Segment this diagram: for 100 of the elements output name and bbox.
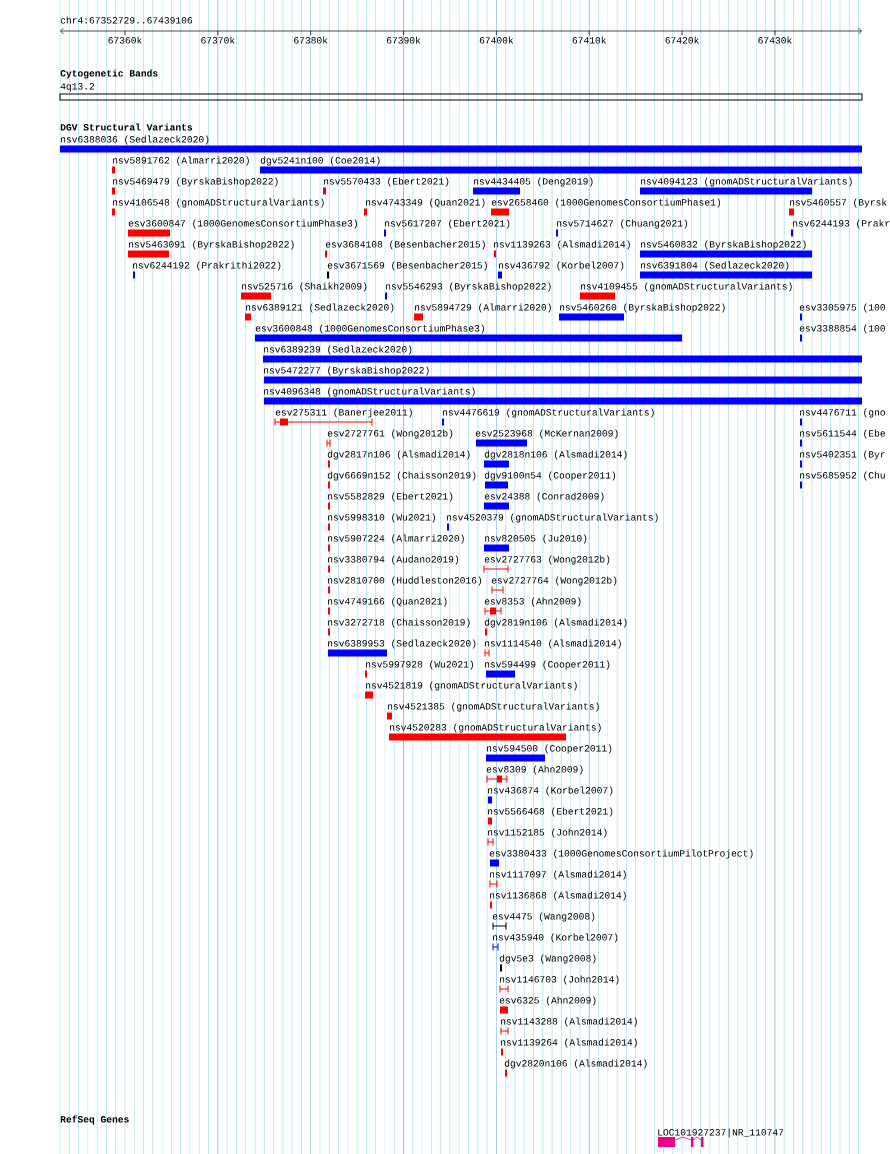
variant-feature: nsv5998310 (Wu2021) xyxy=(328,513,435,531)
node-label: esv2523968 (McKernan2009) xyxy=(475,429,618,439)
variant-feature: nsv6389239 (Sedlazeck2020) xyxy=(263,345,862,363)
node-label: nsv5460557 (Byrsk xyxy=(790,198,887,208)
node-label: dgv2820n106 (Alsmadi2014) xyxy=(504,1059,647,1069)
variant-feature: nsv1146703 (John2014) xyxy=(499,975,619,993)
variant-feature: dgv5241n100 (Coe2014) xyxy=(260,156,862,174)
variant-feature: esv3684108 (Besenbacher2015) xyxy=(325,240,485,258)
node-label: nsv4520283 (gnomADStructuralVariants) xyxy=(390,723,601,733)
node-label: esv3388854 (100 xyxy=(799,324,886,334)
node-label: esv3305975 (100 xyxy=(799,303,886,313)
node-label: nsv525716 (Shaikh2009) xyxy=(242,282,367,292)
node-label: nsv594499 (Cooper2011) xyxy=(485,660,610,670)
node-label: LOC101927237|NR_110747 xyxy=(658,1128,784,1138)
node-label: dgv2819n106 (Alsmadi2014) xyxy=(484,618,627,628)
variant-feature: nsv820505 (Ju2010) xyxy=(484,534,587,552)
node-label: nsv5469479 (ByrskaBishop2022) xyxy=(113,177,278,187)
variant-feature: nsv1139264 (Alsmadi2014) xyxy=(501,1038,637,1056)
variant-feature: nsv1139263 (Alsmadi2014) xyxy=(494,240,630,258)
node-label: esv6325 (Ahn2009) xyxy=(499,996,596,1006)
variant-feature: dgv2818n106 (Alsmadi2014) xyxy=(484,450,627,468)
variant-feature: nsv4476619 (gnomADStructuralVariants) xyxy=(442,408,654,426)
node-label: nsv5891762 (Almarri2020) xyxy=(113,156,249,166)
variant-feature: nsv4743349 (Quan2021) xyxy=(364,198,485,216)
variant-feature: nsv1143288 (Alsmadi2014) xyxy=(500,1017,637,1035)
node-label: dgv5241n100 (Coe2014) xyxy=(260,156,380,166)
variant-feature: nsv5894729 (Almarri2020) xyxy=(414,303,551,321)
tick-label: 67400k xyxy=(479,36,514,44)
variant-feature: dgv2817n106 (Alsmadi2014) xyxy=(327,450,470,468)
gene-model: LOC101927237|NR_110747 xyxy=(658,1128,784,1147)
variant-feature: nsv5891762 (Almarri2020) xyxy=(112,156,249,174)
node-label: dgv2817n106 (Alsmadi2014) xyxy=(327,450,470,460)
variant-feature: nsv3380794 (Audano2019) xyxy=(328,555,459,573)
variant-feature: nsv594500 (Cooper2011) xyxy=(486,744,612,762)
node-label: nsv6244192 (Prakrithi2022) xyxy=(133,261,281,271)
variant-feature: nsv6388036 (Sedlazeck2020) xyxy=(60,135,862,153)
node-label: dgv2818n106 (Alsmadi2014) xyxy=(484,450,627,460)
variant-feature: nsv594499 (Cooper2011) xyxy=(485,660,610,678)
node-label: dgv6669n152 (Chaisson2019) xyxy=(327,471,476,481)
node-label: nsv3380794 (Audano2019) xyxy=(328,555,459,565)
variant-feature: nsv435940 (Korbel2007) xyxy=(492,933,618,951)
node-label: nsv5566468 (Ebert2021) xyxy=(488,807,613,817)
variant-feature: nsv5463091 (ByrskaBishop2022) xyxy=(128,240,294,258)
variant-feature: esv2523968 (McKernan2009) xyxy=(475,429,618,447)
variant-feature: nsv4094123 (gnomADStructuralVariants) xyxy=(640,177,852,195)
variant-feature: nsv5472277 (ByrskaBishop2022) xyxy=(264,366,862,384)
node-label: dgv5e3 (Wang2008) xyxy=(499,954,596,964)
node-label: nsv1139264 (Alsmadi2014) xyxy=(501,1038,637,1048)
variant-feature: esv3671569 (Besenbacher2015) xyxy=(327,261,487,279)
node-label: esv24388 (Conrad2009) xyxy=(484,492,604,502)
variant-feature: nsv6389953 (Sedlazeck2020) xyxy=(328,639,476,657)
variant-feature: esv8353 (Ahn2009) xyxy=(484,597,581,615)
track-title: DGV Structural Variants xyxy=(60,123,193,131)
node-label: nsv5460832 (ByrskaBishop2022) xyxy=(641,240,806,250)
variant-feature: nsv1117097 (Alsmadi2014) xyxy=(489,870,626,888)
node-label: esv3671569 (Besenbacher2015) xyxy=(327,261,487,271)
variant-feature: nsv6391804 (Sedlazeck2020) xyxy=(640,261,812,279)
tick-label: 67420k xyxy=(665,36,699,44)
node-label: nsv4743349 (Quan2021) xyxy=(366,198,485,208)
node-label: nsv5546293 (ByrskaBishop2022) xyxy=(386,282,551,292)
variant-feature: esv3380433 (1000GenomesConsortiumPilotProject) xyxy=(489,849,753,867)
node-label: nsv6389239 (Sedlazeck2020) xyxy=(264,345,412,355)
node-label: nsv5997928 (Wu2021) xyxy=(366,660,474,670)
node-label: nsv5460260 (ByrskaBishop2022) xyxy=(560,303,725,313)
variant-feature: esv2727764 (Wong2012b) xyxy=(491,576,617,594)
variant-feature: dgv6669n152 (Chaisson2019) xyxy=(327,471,476,489)
variant-feature: nsv5582829 (Ebert2021) xyxy=(328,492,453,510)
variant-feature: esv3305975 (100 xyxy=(799,303,885,321)
track-title: RefSeq Genes xyxy=(60,1115,129,1125)
node-label: nsv4476619 (gnomADStructuralVariants) xyxy=(443,408,654,418)
variant-feature: nsv4520379 (gnomADStructuralVariants) xyxy=(447,513,658,531)
variant-feature: nsv436874 (Korbel2007) xyxy=(488,786,613,804)
variant-feature: nsv5546293 (ByrskaBishop2022) xyxy=(385,282,551,300)
variant-feature: esv6325 (Ahn2009) xyxy=(499,996,596,1014)
node-label: nsv820505 (Ju2010) xyxy=(485,534,587,544)
variant-feature: nsv4749166 (Quan2021) xyxy=(328,597,447,615)
node-label: nsv5582829 (Ebert2021) xyxy=(328,492,453,502)
variant-feature: nsv5997928 (Wu2021) xyxy=(365,660,473,678)
variant-feature: nsv2810700 (Huddleston2016) xyxy=(328,576,482,594)
tick-label: 67430k xyxy=(758,36,792,44)
tick-label: 67390k xyxy=(386,36,421,44)
node-label: nsv4109455 (gnomADStructuralVariants) xyxy=(581,282,792,292)
variant-feature: nsv6389121 (Sedlazeck2020) xyxy=(245,303,394,321)
node-label: nsv5570433 (Ebert2021) xyxy=(324,177,449,187)
node-label: nsv1139263 (Alsmadi2014) xyxy=(494,240,630,250)
node-label: esv3380433 (1000GenomesConsortiumPilotProject) xyxy=(489,849,753,859)
node-label: nsv5894729 (Almarri2020) xyxy=(415,303,551,313)
node-label: nsv6389121 (Sedlazeck2020) xyxy=(246,303,394,313)
variant-feature: nsv3272718 (Chaisson2019) xyxy=(328,618,470,636)
node-label: nsv6244193 (Prakr xyxy=(793,219,890,229)
node-label: nsv4521385 (gnomADStructuralVariants) xyxy=(388,702,599,712)
variant-feature: nsv5907224 (Almarri2020) xyxy=(328,534,464,552)
node-label: nsv4094123 (gnomADStructuralVariants) xyxy=(641,177,852,187)
variant-feature: esv24388 (Conrad2009) xyxy=(484,492,604,510)
variant-feature: nsv5460260 (ByrskaBishop2022) xyxy=(559,303,725,321)
variant-feature: nsv1136868 (Alsmadi2014) xyxy=(490,891,626,909)
variant-feature: nsv4096348 (gnomADStructuralVariants) xyxy=(264,387,862,405)
node-label: esv3684108 (Besenbacher2015) xyxy=(325,240,485,250)
variant-feature: nsv5469479 (ByrskaBishop2022) xyxy=(112,177,278,195)
variant-feature: nsv4106548 (gnomADStructuralVariants) xyxy=(112,198,324,216)
